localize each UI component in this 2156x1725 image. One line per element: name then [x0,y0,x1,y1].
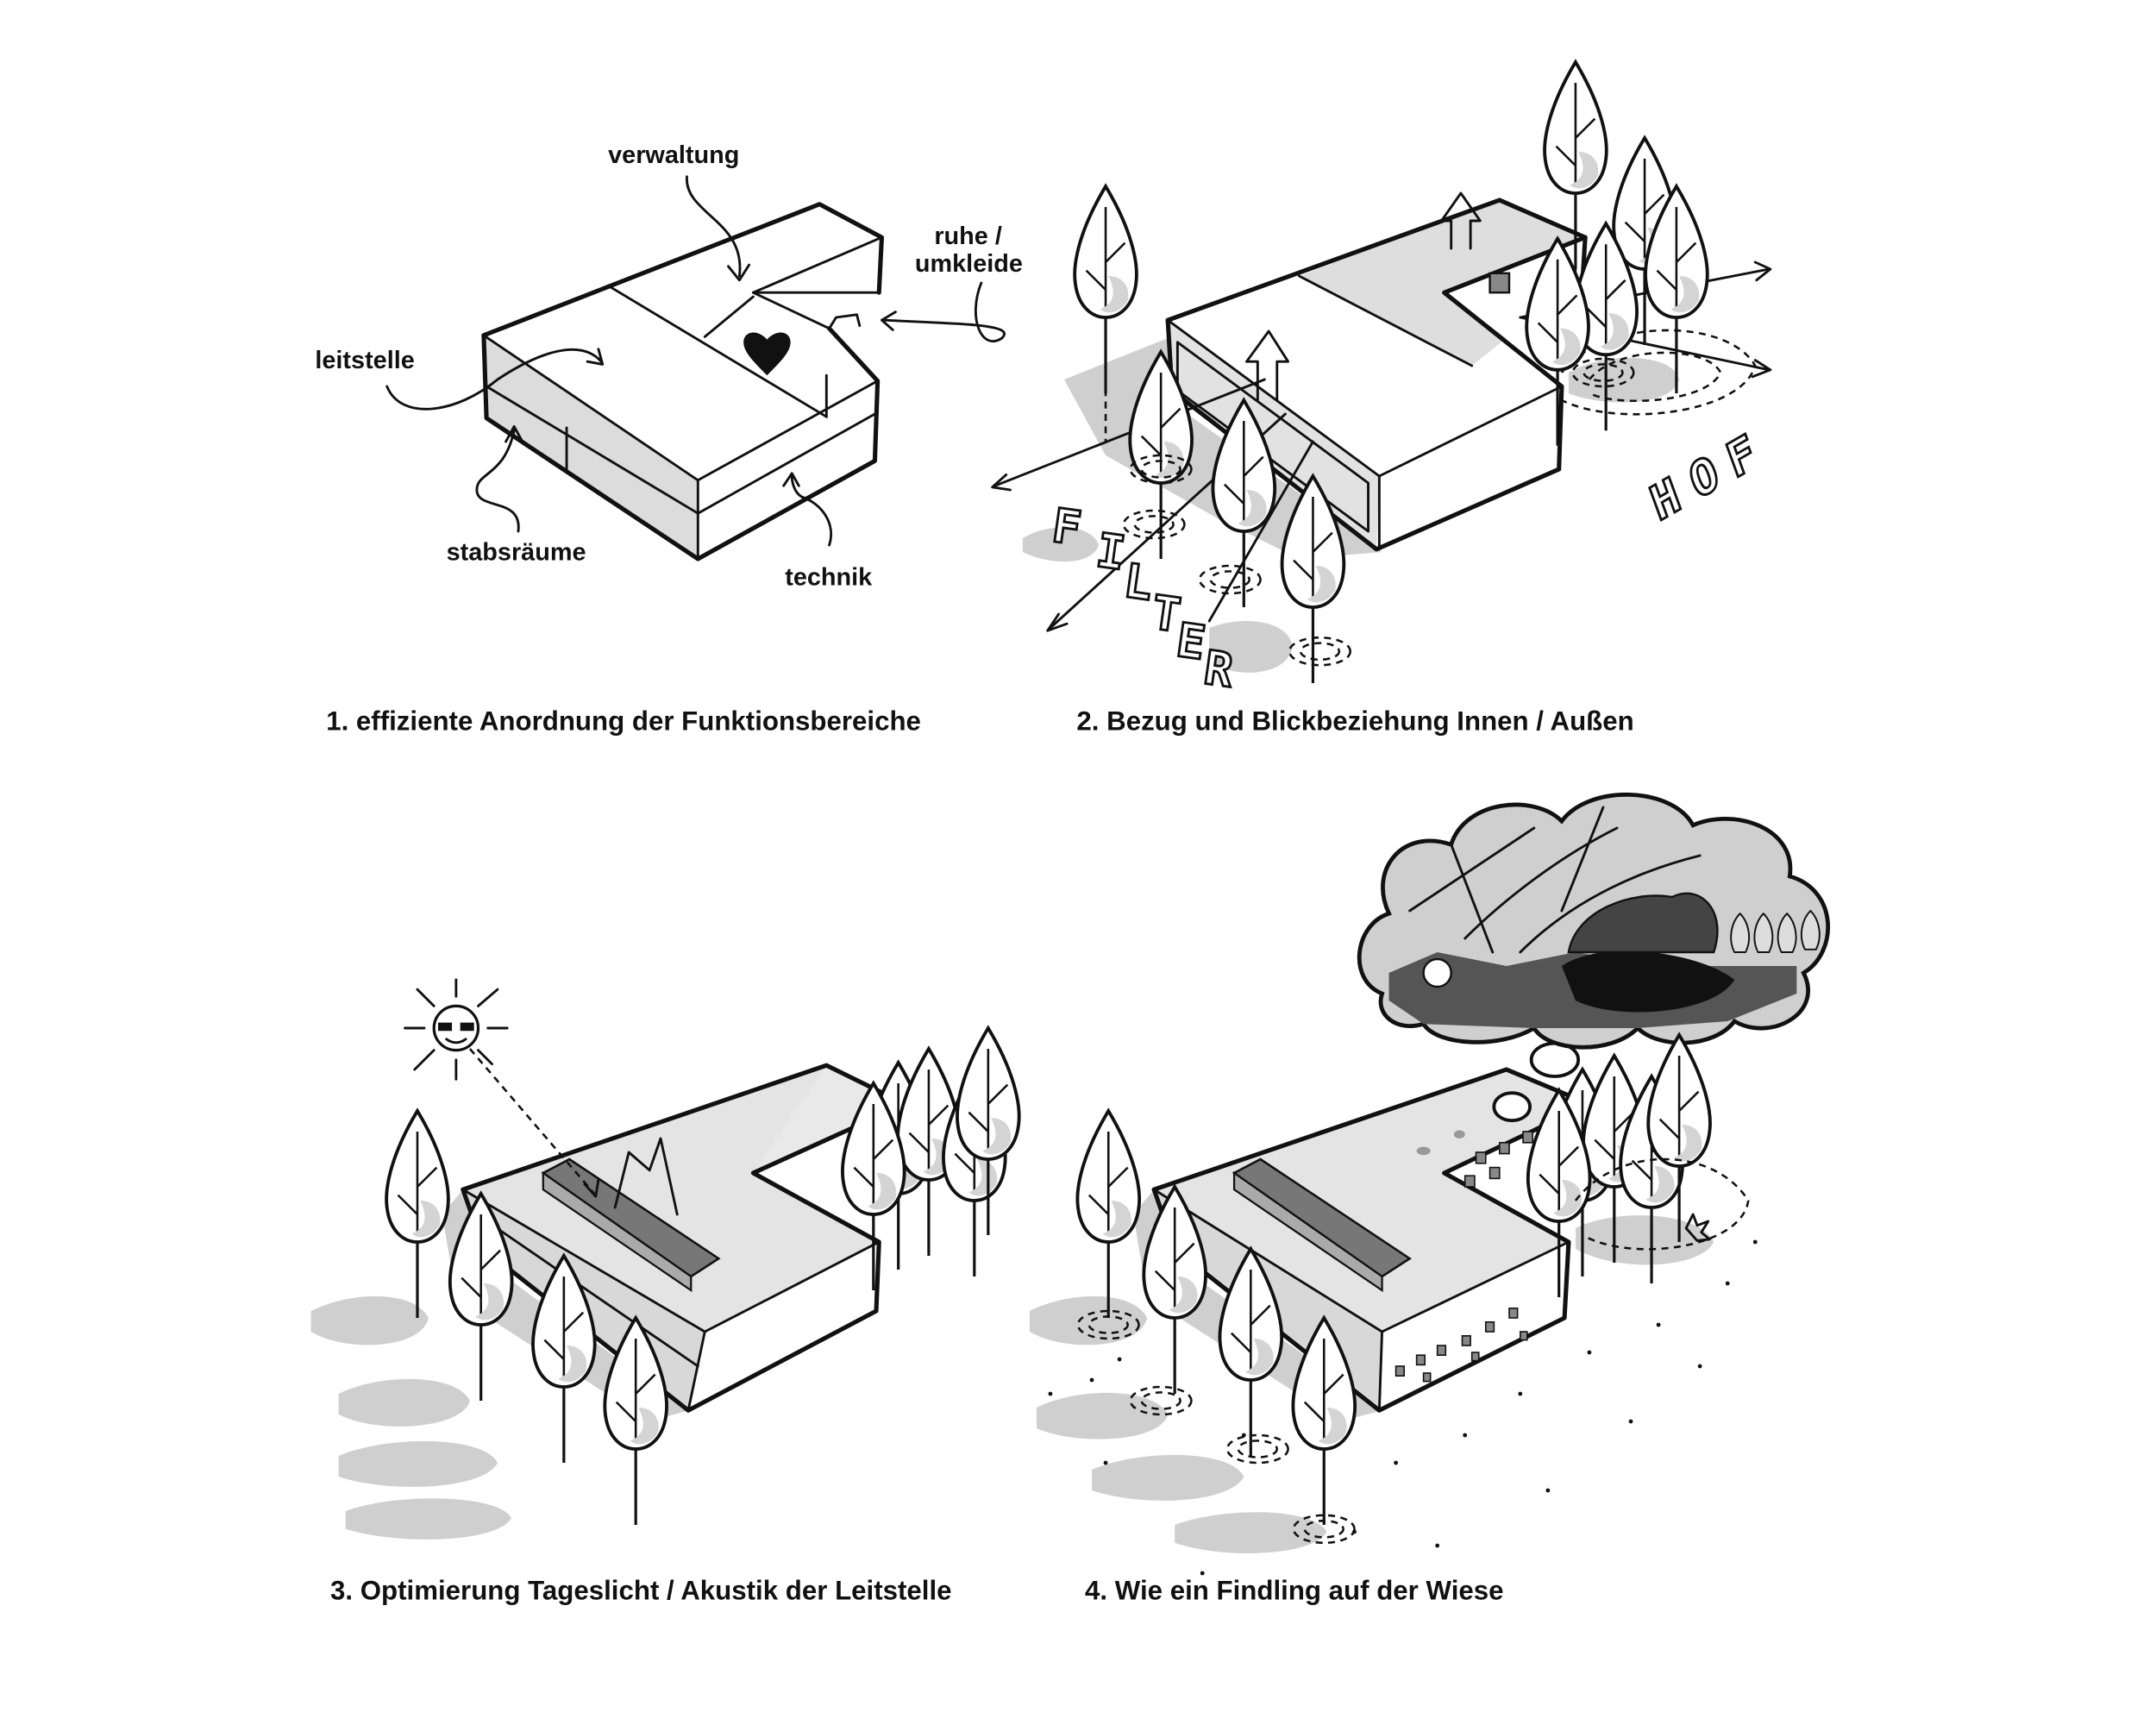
filter-letter-l: L [1120,553,1156,612]
label-stabsraeume: stabsräume [447,539,586,567]
hof-letter-h: H [1644,467,1688,532]
heart-icon [743,332,791,376]
filter-lettering: F I L T E R [1048,496,1238,699]
caption-4: 4. Wie ein Findling auf der Wiese [1085,1575,1504,1605]
panel-1-functional-layout: verwaltung ruhe / umkleide leitstelle st… [315,141,1023,737]
label-ruhe: ruhe / [934,223,1002,250]
label-leitstelle: leitstelle [315,347,414,374]
building-massing-4 [1151,1067,1592,1413]
panel-4-boulder-in-meadow: 4. Wie ein Findling auf der Wiese [1029,792,1830,1605]
hof-lettering: H O F [1642,423,1764,534]
sun-with-sunglasses-icon [404,978,600,1198]
caption-1: 1. effiziente Anordnung der Funktionsber… [326,706,921,736]
label-umkleide: umkleide [915,250,1023,278]
building-massing-1 [481,202,884,561]
thought-cloud-landscape-icon [1357,792,1830,1050]
panel-3-daylight-acoustics: 3. Optimierung Tageslicht / Akustik der … [310,978,1021,1605]
label-technik: technik [785,563,873,591]
building-massing-2 [1165,191,1588,552]
hof-letter-f: F [1720,423,1764,489]
filter-letter-r: R [1200,640,1237,699]
label-arrows-1 [385,175,1006,547]
panel-2-views-inside-outside: F I L T E R H O F 2. Bezug und Blickbezi… [991,60,1772,736]
hof-letter-o: O [1683,444,1727,510]
caption-3: 3. Optimierung Tageslicht / Akustik der … [330,1575,952,1605]
label-verwaltung: verwaltung [608,141,739,169]
caption-2: 2. Bezug und Blickbeziehung Innen / Auße… [1076,706,1633,736]
filter-letter-i: I [1093,523,1128,581]
trees-4 [1075,1033,1750,1545]
